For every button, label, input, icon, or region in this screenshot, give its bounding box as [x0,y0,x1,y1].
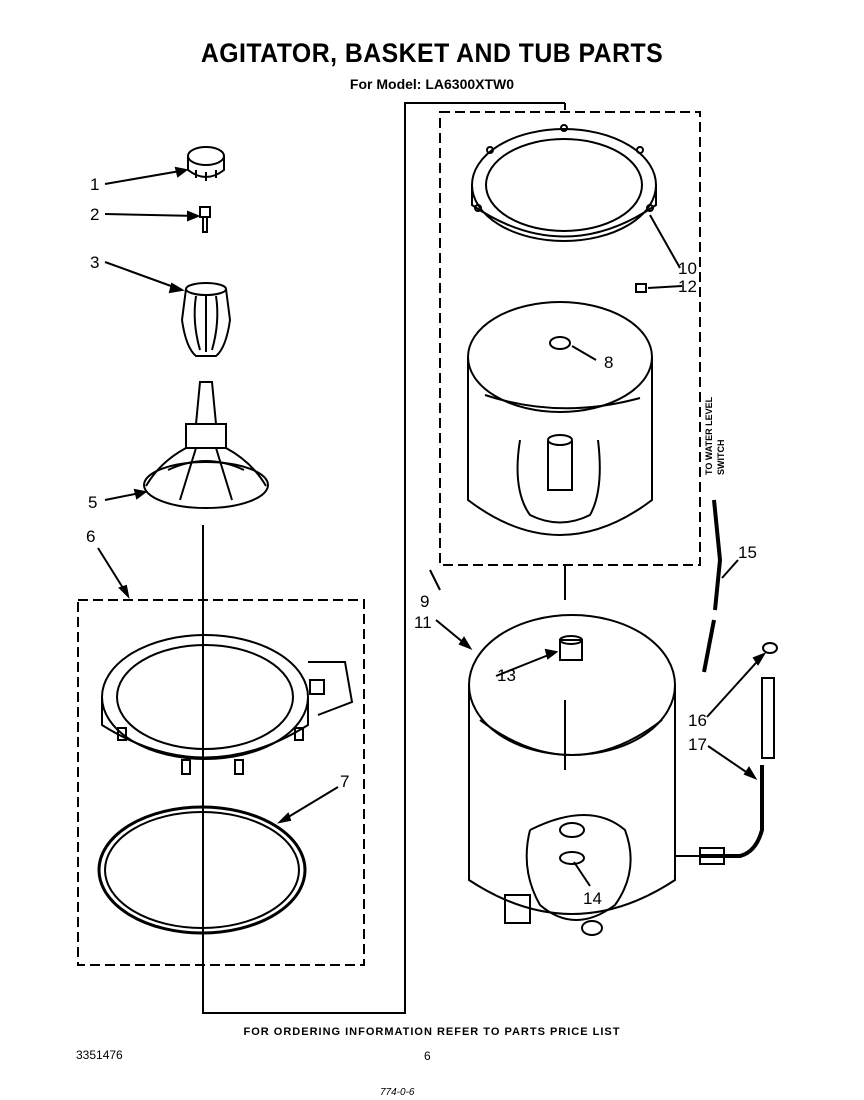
callout-9: 9 [420,592,429,611]
outer-tub-part [468,614,676,936]
annotation-line-2: SWITCH [716,440,726,476]
ring-group-box [77,599,365,966]
clip-part [635,283,647,293]
annotation-line-1: TO WATER LEVEL [704,396,714,475]
callout-17: 17 [688,735,707,754]
tub-ring-top-part [471,124,657,242]
callout-11: 11 [414,613,432,632]
bottom-code: 774-0-6 [380,1087,415,1098]
tub-nut-part [559,635,583,661]
agitator-base-part [143,381,269,509]
tub-ring-part [101,634,354,775]
callout-2: 2 [90,205,99,224]
model-subtitle: For Model: LA6300XTW0 [349,76,515,92]
agitator-bolt-part [199,206,211,233]
connector-lines [202,102,566,1014]
water-level-annotation: TO WATER LEVEL SWITCH [704,396,726,475]
drain-hose-part [676,642,778,865]
callout-16: 16 [688,711,707,730]
callout-5: 5 [88,493,97,512]
callout-13: 13 [497,666,516,685]
callout-6: 6 [86,527,95,546]
callout-14: 14 [583,889,602,908]
callout-15: 15 [738,543,757,562]
page-number: 6 [424,1049,431,1063]
callout-labels: 1 2 3 5 6 7 8 9 10 11 12 13 14 15 16 17 [86,175,757,908]
leader-lines [97,166,767,887]
callout-1: 1 [90,175,99,194]
water-level-hose-part [702,499,723,673]
callout-12: 12 [678,277,697,296]
callout-7: 7 [340,772,349,791]
basket-group-box [439,111,701,566]
agitator-barrel-part [180,282,232,357]
ordering-note: FOR ORDERING INFORMATION REFER TO PARTS … [243,1026,621,1038]
callout-10: 10 [678,259,697,278]
tub-gasket-part [97,805,307,935]
document-number: 3351476 [76,1048,123,1062]
callout-8: 8 [604,353,613,372]
page-title: AGITATOR, BASKET AND TUB PARTS [200,38,664,68]
basket-part [467,301,653,536]
agitator-cap-part [187,146,225,181]
callout-3: 3 [90,253,99,272]
